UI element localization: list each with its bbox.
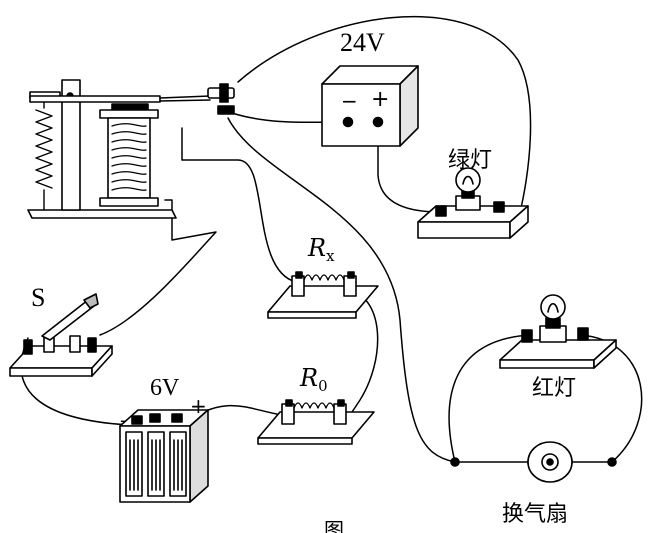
minus-6v-label: - xyxy=(120,410,127,431)
fan xyxy=(450,441,617,483)
switch-s-label: S xyxy=(31,283,46,312)
red-lamp-label: 红灯 xyxy=(532,376,577,401)
voltage-24v-label: 24V xyxy=(340,28,385,57)
resistor-r0 xyxy=(257,399,375,445)
plus-24v-label: + xyxy=(371,87,390,112)
voltage-6v-label: 6V xyxy=(150,375,180,401)
battery-24v xyxy=(321,65,419,147)
battery-6v xyxy=(119,409,209,503)
resistor-rx xyxy=(267,271,379,319)
switch-s xyxy=(9,293,113,377)
green-lamp-label: 绿灯 xyxy=(448,148,493,173)
relay xyxy=(27,79,235,219)
figure-caption: 图 xyxy=(324,520,344,533)
resistor-r0-label: R0 xyxy=(300,364,328,396)
resistor-rx-label: Rx xyxy=(308,234,335,266)
green-lamp xyxy=(417,167,529,239)
red-lamp xyxy=(499,294,617,369)
minus-24v-label: − xyxy=(341,89,358,113)
plus-6v-label: + xyxy=(190,394,207,418)
fan-label: 换气扇 xyxy=(502,502,569,527)
